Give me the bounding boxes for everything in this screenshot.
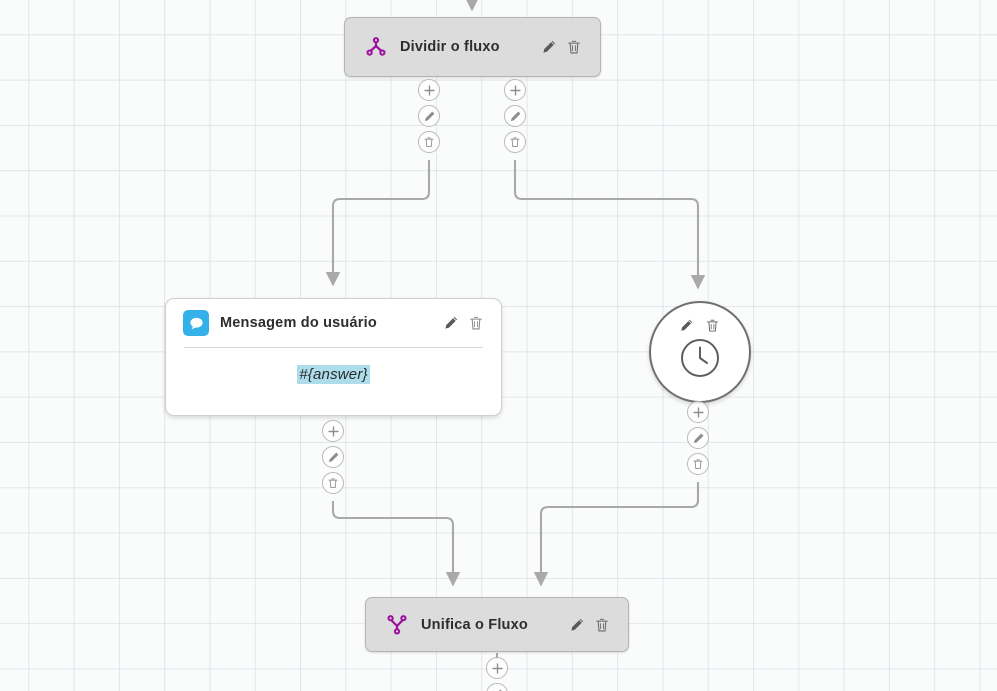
add-icon[interactable]: [322, 420, 344, 442]
delete-icon[interactable]: [322, 472, 344, 494]
edit-icon[interactable]: [541, 39, 557, 55]
edit-icon[interactable]: [418, 105, 440, 127]
delete-icon[interactable]: [468, 315, 484, 331]
edit-icon[interactable]: [504, 105, 526, 127]
edge-timer-to-merge: [533, 482, 700, 587]
edge-split-right-to-timer: [513, 160, 706, 290]
edge-split-left-to-message: [325, 160, 431, 287]
node-title: Mensagem do usuário: [220, 315, 377, 331]
action-stack-message-out[interactable]: [322, 420, 344, 498]
node-body: #{answer}: [166, 348, 501, 400]
action-stack-split-left[interactable]: [418, 79, 440, 157]
add-icon[interactable]: [504, 79, 526, 101]
delete-icon[interactable]: [594, 617, 610, 633]
node-title: Unifica o Fluxo: [421, 616, 528, 633]
edge-message-to-merge: [331, 501, 461, 587]
node-dividir-o-fluxo[interactable]: Dividir o fluxo: [344, 17, 601, 77]
edit-icon[interactable]: [679, 318, 695, 334]
edit-icon[interactable]: [486, 683, 508, 691]
node-toolbar: [569, 617, 610, 633]
merge-icon: [384, 612, 410, 638]
delete-icon[interactable]: [705, 318, 721, 334]
delete-icon[interactable]: [418, 131, 440, 153]
split-icon: [363, 34, 389, 60]
node-title: Dividir o fluxo: [400, 39, 500, 55]
add-icon[interactable]: [418, 79, 440, 101]
edit-icon[interactable]: [569, 617, 585, 633]
action-stack-merge-out[interactable]: [486, 657, 508, 691]
chat-bubble-icon: [183, 310, 209, 336]
action-stack-split-right[interactable]: [504, 79, 526, 157]
action-stack-timer-out[interactable]: [687, 401, 709, 479]
divider: [184, 347, 483, 348]
edit-icon[interactable]: [322, 446, 344, 468]
node-header: Mensagem do usuário: [166, 299, 501, 347]
add-icon[interactable]: [687, 401, 709, 423]
delete-icon[interactable]: [687, 453, 709, 475]
node-timer[interactable]: [649, 301, 751, 403]
delete-icon[interactable]: [566, 39, 582, 55]
variable-token: #{answer}: [297, 364, 370, 384]
node-toolbar: [679, 318, 721, 334]
delete-icon[interactable]: [504, 131, 526, 153]
node-unifica-o-fluxo[interactable]: Unifica o Fluxo: [365, 597, 629, 652]
node-mensagem-do-usuario[interactable]: Mensagem do usuário #{answer}: [165, 298, 502, 416]
add-icon[interactable]: [486, 657, 508, 679]
node-toolbar: [443, 315, 484, 331]
node-toolbar: [541, 39, 582, 55]
clock-icon: [679, 337, 721, 384]
edit-icon[interactable]: [443, 315, 459, 331]
edit-icon[interactable]: [687, 427, 709, 449]
